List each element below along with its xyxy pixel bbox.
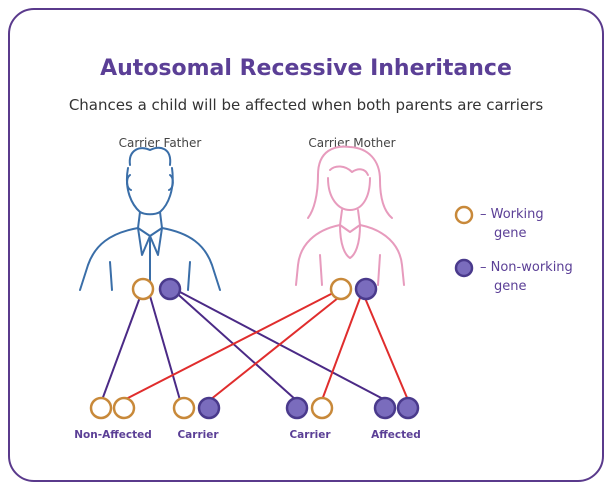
child-working-gene (112, 396, 136, 420)
father-nonworking-gene (158, 277, 182, 301)
child-genes-non-affected (89, 396, 136, 420)
child-genes-carrier-1 (172, 396, 221, 420)
mother-inheritance-lines (123, 292, 409, 401)
child-label-carrier-2: Carrier (289, 429, 331, 441)
child-label-non-affected: Non-Affected (74, 429, 152, 441)
legend-working-line1: – Working (480, 207, 544, 222)
child-nonworking-gene (396, 396, 420, 420)
child-genes-carrier-2 (285, 396, 334, 420)
legend-nonworking-line2: gene (494, 279, 527, 294)
legend-working-gene-icon (454, 205, 474, 225)
mother-nonworking-gene (354, 277, 378, 301)
legend-nonworking-line1: – Non-working (480, 260, 573, 275)
child-label-carrier-1: Carrier (177, 429, 219, 441)
father-label: Carrier Father (118, 136, 202, 150)
diagram-title: Autosomal Recessive Inheritance (100, 56, 512, 81)
mother-label: Carrier Mother (308, 136, 396, 150)
legend-nonworking: – Non-working gene (480, 258, 573, 296)
legend-working: – Working gene (480, 205, 544, 243)
father-working-gene (131, 277, 155, 301)
child-working-gene (172, 396, 196, 420)
child-nonworking-gene (285, 396, 309, 420)
child-working-gene (310, 396, 334, 420)
mother-figure (295, 145, 405, 286)
child-nonworking-gene (373, 396, 397, 420)
diagram-subtitle: Chances a child will be affected when bo… (68, 96, 544, 114)
father-figure (79, 146, 221, 291)
mother-working-gene (329, 277, 353, 301)
child-working-gene (89, 396, 113, 420)
child-genes-affected (373, 396, 420, 420)
legend-working-line2: gene (494, 226, 527, 241)
legend-nonworking-gene-icon (454, 258, 474, 278)
child-nonworking-gene (197, 396, 221, 420)
child-label-affected: Affected (371, 429, 421, 441)
